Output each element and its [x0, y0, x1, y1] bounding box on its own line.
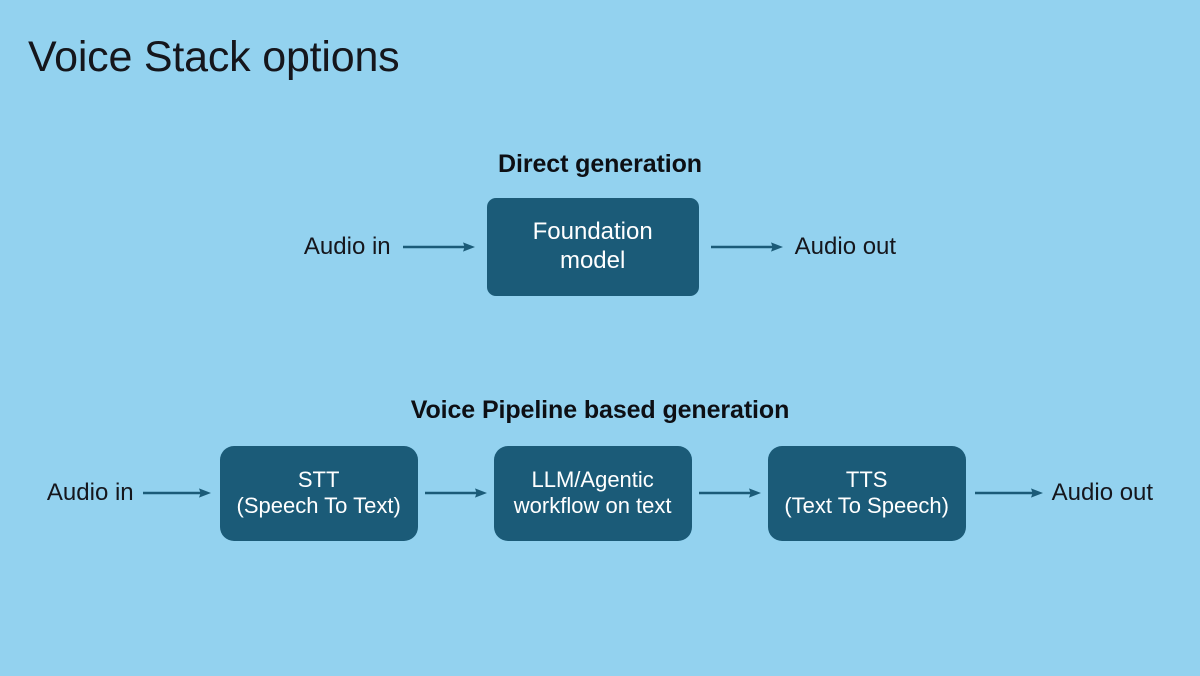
arrow-right-icon: [424, 488, 487, 498]
arrow-right-icon: [402, 242, 475, 252]
node-stt-line2: (Speech To Text): [236, 493, 401, 519]
audio-in-label-pipeline: Audio in: [46, 479, 134, 507]
audio-in-label-direct: Audio in: [303, 232, 391, 260]
flow-row-voice-pipeline: Audio in STT (Speech To Text) LLM/Agenti…: [0, 445, 1200, 541]
section-heading-direct-generation: Direct generation: [498, 150, 702, 178]
node-llm-agentic-workflow-line1: LLM/Agentic: [531, 467, 654, 493]
arrow-right-icon: [142, 488, 211, 498]
arrow-right-icon: [974, 488, 1043, 498]
arrow-right-icon: [710, 242, 783, 252]
node-llm-agentic-workflow-line2: workflow on text: [513, 493, 672, 519]
node-tts-line2: (Text To Speech): [784, 493, 949, 519]
node-tts-line1: TTS: [845, 467, 888, 493]
node-stt-line1: STT: [297, 467, 340, 493]
flow-row-direct-generation: Audio in Foundation model Audio out: [0, 197, 1200, 296]
page-title: Voice Stack options: [28, 33, 400, 81]
node-llm-agentic-workflow[interactable]: LLM/Agentic workflow on text: [493, 445, 692, 541]
node-foundation-model-line1: Foundation: [532, 218, 653, 246]
node-foundation-model-line2: model: [559, 246, 626, 274]
audio-out-label-pipeline: Audio out: [1051, 479, 1154, 507]
node-tts[interactable]: TTS (Text To Speech): [767, 445, 966, 541]
section-voice-pipeline-generation: Voice Pipeline based generation Audio in…: [0, 396, 1200, 541]
section-heading-voice-pipeline: Voice Pipeline based generation: [410, 396, 790, 424]
arrow-right-icon: [698, 488, 761, 498]
audio-out-label-direct: Audio out: [794, 232, 897, 260]
node-foundation-model[interactable]: Foundation model: [486, 197, 699, 296]
section-direct-generation: Direct generation Audio in Foundation mo…: [0, 150, 1200, 296]
node-stt[interactable]: STT (Speech To Text): [219, 445, 418, 541]
